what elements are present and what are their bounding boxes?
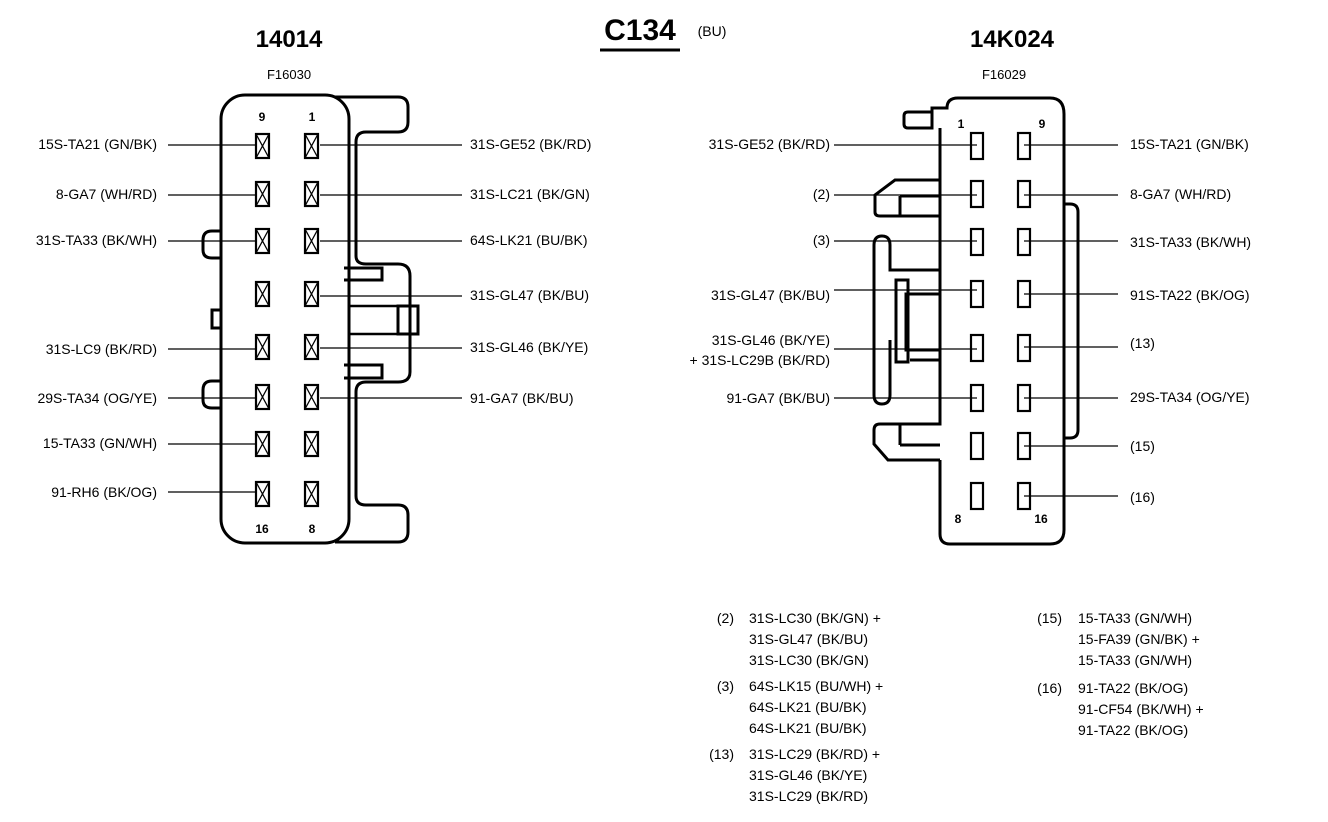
note-line: 91-TA22 (BK/OG)	[1078, 722, 1188, 738]
cavity-pin	[254, 383, 271, 411]
left-wire-label: 31S-GL47 (BK/BU)	[470, 287, 589, 303]
left-pin-9-label: 9	[259, 110, 266, 124]
left-wire-label: 31S-LC21 (BK/GN)	[470, 186, 590, 202]
left-pin-grid	[254, 132, 320, 508]
right-wire-label: 91S-TA22 (BK/OG)	[1130, 287, 1250, 303]
note-line: 64S-LK15 (BU/WH) +	[749, 678, 883, 694]
left-wire-label: 31S-TA33 (BK/WH)	[36, 232, 157, 248]
cavity-pin	[1016, 227, 1032, 257]
right-wire-label: 31S-GL46 (BK/YE)	[712, 332, 830, 348]
right-pin-8-label: 8	[955, 512, 962, 526]
note-line: 31S-LC30 (BK/GN)	[749, 652, 869, 668]
right-connector-body	[872, 96, 1080, 546]
cavity-pin	[303, 227, 320, 255]
right-wire-label: 91-GA7 (BK/BU)	[727, 390, 830, 406]
cavity-pin	[303, 480, 320, 508]
right-pin-16-label: 16	[1034, 512, 1048, 526]
note-key: (3)	[717, 678, 734, 694]
left-wire-label: 15-TA33 (GN/WH)	[43, 435, 157, 451]
note-line: 91-TA22 (BK/OG)	[1078, 680, 1188, 696]
cavity-pin	[969, 279, 985, 309]
note-key: (15)	[1037, 610, 1062, 626]
cavity-pin	[254, 280, 271, 308]
cavity-pin	[254, 180, 271, 208]
cavity-pin	[969, 481, 985, 511]
right-wire-label: 31S-GL47 (BK/BU)	[711, 287, 830, 303]
splice-notes-right: (15) 15-TA33 (GN/WH) 15-FA39 (GN/BK) + 1…	[1037, 610, 1204, 738]
right-pin-grid	[969, 131, 1032, 511]
left-wire-label: 29S-TA34 (OG/YE)	[37, 390, 157, 406]
right-wire-label: 15S-TA21 (GN/BK)	[1130, 136, 1249, 152]
left-wire-label: 64S-LK21 (BU/BK)	[470, 232, 588, 248]
note-line: 31S-GL46 (BK/YE)	[749, 767, 867, 783]
right-wire-label: (16)	[1130, 489, 1155, 505]
left-wire-label: 91-GA7 (BK/BU)	[470, 390, 573, 406]
cavity-pin	[303, 180, 320, 208]
note-line: 31S-LC30 (BK/GN) +	[749, 610, 881, 626]
right-wire-label: (3)	[813, 232, 830, 248]
note-line: 64S-LK21 (BU/BK)	[749, 699, 867, 715]
note-key: (16)	[1037, 680, 1062, 696]
note-line: 31S-LC29 (BK/RD) +	[749, 746, 880, 762]
note-line: 64S-LK21 (BU/BK)	[749, 720, 867, 736]
left-wire-label: 15S-TA21 (GN/BK)	[38, 136, 157, 152]
left-pin-8-label: 8	[309, 522, 316, 536]
right-figure-code: F16029	[982, 67, 1026, 82]
left-part-number: 14014	[256, 26, 323, 53]
cavity-pin	[969, 131, 985, 161]
left-wire-label: 31S-LC9 (BK/RD)	[46, 341, 157, 357]
cavity-pin	[303, 430, 320, 458]
left-wire-label: 8-GA7 (WH/RD)	[56, 186, 157, 202]
cavity-pin	[254, 480, 271, 508]
cavity-pin	[254, 333, 271, 361]
cavity-pin	[969, 179, 985, 209]
right-wire-label: (13)	[1130, 335, 1155, 351]
right-connector-leaders	[834, 144, 1118, 497]
connector-color: (BU)	[698, 23, 727, 39]
note-line: 31S-GL47 (BK/BU)	[749, 631, 868, 647]
cavity-pin	[254, 227, 271, 255]
right-pin-1-label: 1	[958, 117, 965, 131]
right-wire-label: 29S-TA34 (OG/YE)	[1130, 389, 1250, 405]
cavity-pin	[303, 333, 320, 361]
note-line: 15-TA33 (GN/WH)	[1078, 610, 1192, 626]
cavity-pin	[969, 333, 985, 363]
left-connector-leaders	[168, 144, 462, 493]
connector-title: C134	[604, 14, 676, 47]
left-connector-body	[201, 93, 420, 545]
right-wire-label: 8-GA7 (WH/RD)	[1130, 186, 1231, 202]
right-wire-label: 31S-GE52 (BK/RD)	[709, 136, 830, 152]
note-line: 15-FA39 (GN/BK) +	[1078, 631, 1200, 647]
cavity-pin	[303, 280, 320, 308]
cavity-pin	[1016, 333, 1032, 363]
cavity-pin	[254, 132, 271, 160]
note-line: 91-CF54 (BK/WH) +	[1078, 701, 1204, 717]
right-wire-label: (2)	[813, 186, 830, 202]
left-figure-code: F16030	[267, 67, 311, 82]
right-wire-label: 31S-TA33 (BK/WH)	[1130, 234, 1251, 250]
note-key: (2)	[717, 610, 734, 626]
left-wire-label: 31S-GE52 (BK/RD)	[470, 136, 591, 152]
left-pin-16-label: 16	[255, 522, 269, 536]
cavity-pin	[1016, 179, 1032, 209]
note-key: (13)	[709, 746, 734, 762]
left-wire-label: 91-RH6 (BK/OG)	[51, 484, 157, 500]
right-pin-9-label: 9	[1039, 117, 1046, 131]
left-pin-1-label: 1	[309, 110, 316, 124]
note-line: 15-TA33 (GN/WH)	[1078, 652, 1192, 668]
splice-notes-left: (2) 31S-LC30 (BK/GN) + 31S-GL47 (BK/BU) …	[709, 610, 883, 804]
cavity-pin	[969, 227, 985, 257]
cavity-pin	[303, 132, 320, 160]
cavity-pin	[1016, 131, 1032, 161]
right-wire-label: + 31S-LC29B (BK/RD)	[690, 352, 830, 368]
cavity-pin	[969, 431, 985, 461]
note-line: 31S-LC29 (BK/RD)	[749, 788, 868, 804]
cavity-pin	[303, 383, 320, 411]
left-wire-label: 31S-GL46 (BK/YE)	[470, 339, 588, 355]
right-part-number: 14K024	[970, 26, 1055, 53]
cavity-pin	[254, 430, 271, 458]
right-wire-label: (15)	[1130, 438, 1155, 454]
